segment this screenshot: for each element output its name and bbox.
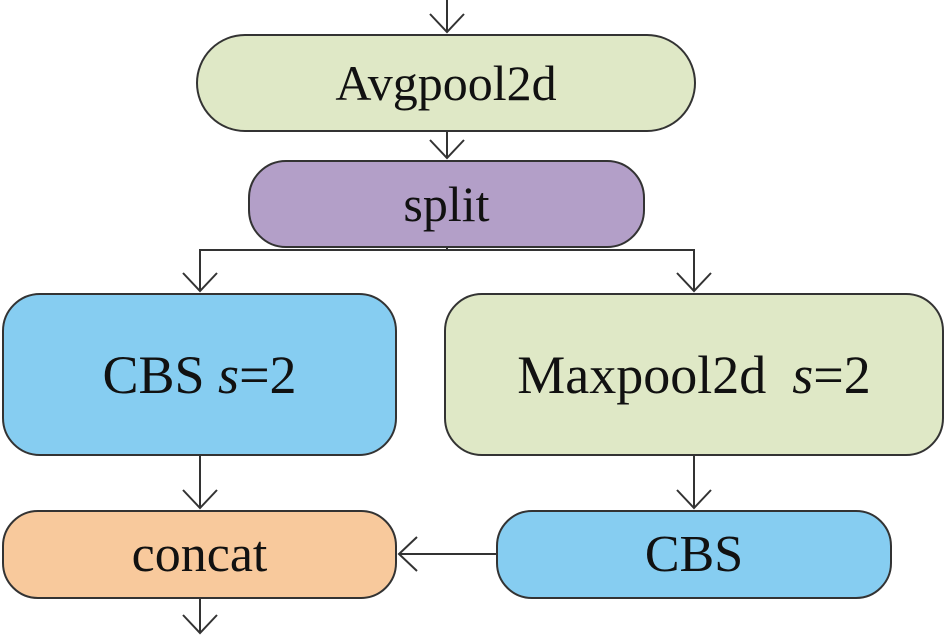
cbs-s2-param: s (218, 344, 240, 405)
cbs-label: CBS (644, 526, 744, 583)
maxpool2d-value: =2 (813, 344, 871, 405)
avgpool2d-label: Avgpool2d (335, 55, 557, 111)
maxpool-to-cbs-arrow-head (676, 489, 712, 510)
split-label: split (403, 176, 490, 232)
cbs-s2-node: CBS s=2 (2, 293, 397, 456)
split-to-cbs-s2-arrow (199, 248, 448, 291)
output-arrow-head (182, 614, 218, 635)
input-arrow-head (429, 13, 465, 34)
cbs-node: CBS (496, 510, 892, 599)
cbs-s2-value: =2 (239, 344, 297, 405)
maxpool2d-param: s (792, 344, 814, 405)
split-node: split (248, 160, 645, 248)
cbs-to-concat-arrow-head (397, 536, 418, 572)
split-to-cbs-s2-arrow-head (182, 272, 218, 293)
concat-node: concat (2, 510, 397, 599)
avgpool2d-node: Avgpool2d (196, 34, 696, 132)
maxpool2d-node: Maxpool2d s=2 (444, 293, 944, 456)
split-to-maxpool-arrow (447, 249, 695, 291)
cbs-s2-label: CBS (102, 344, 205, 405)
split-to-maxpool-arrow-head (676, 272, 712, 293)
cbs-s2-to-concat-arrow-head (182, 489, 218, 510)
maxpool2d-label: Maxpool2d (517, 344, 767, 405)
avgpool-to-split-arrow-head (429, 139, 465, 160)
concat-label: concat (131, 526, 268, 583)
